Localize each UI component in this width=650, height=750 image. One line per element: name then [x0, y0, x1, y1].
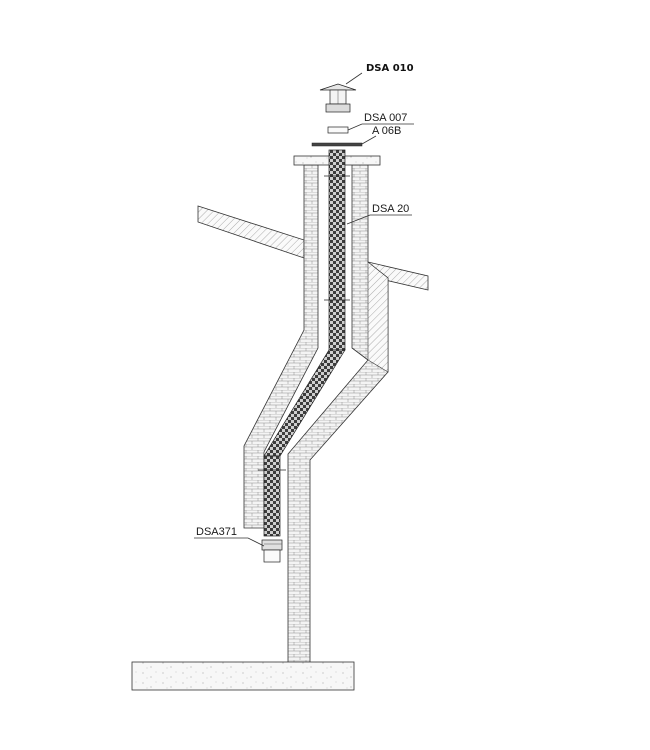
label-plate: A 06B [372, 125, 401, 137]
top-plate [311, 142, 363, 147]
label-flue-pipe: DSA 20 [372, 203, 409, 215]
label-cap: DSA 010 [366, 63, 414, 74]
chimney-shoulder [367, 261, 389, 373]
collar-part [327, 126, 349, 134]
adapter-part [261, 539, 283, 563]
label-adapter: DSA371 [196, 526, 237, 538]
flue-pipe-upper [328, 149, 346, 351]
rain-cap [319, 83, 357, 113]
leader-lines [194, 72, 414, 547]
chimney-wall-right [287, 164, 389, 663]
flue-pipe-lower [263, 455, 281, 537]
roof-left [197, 205, 305, 259]
pipe-joints [258, 175, 350, 471]
label-collar: DSA 007 [364, 112, 407, 124]
floor-slab [131, 661, 355, 691]
